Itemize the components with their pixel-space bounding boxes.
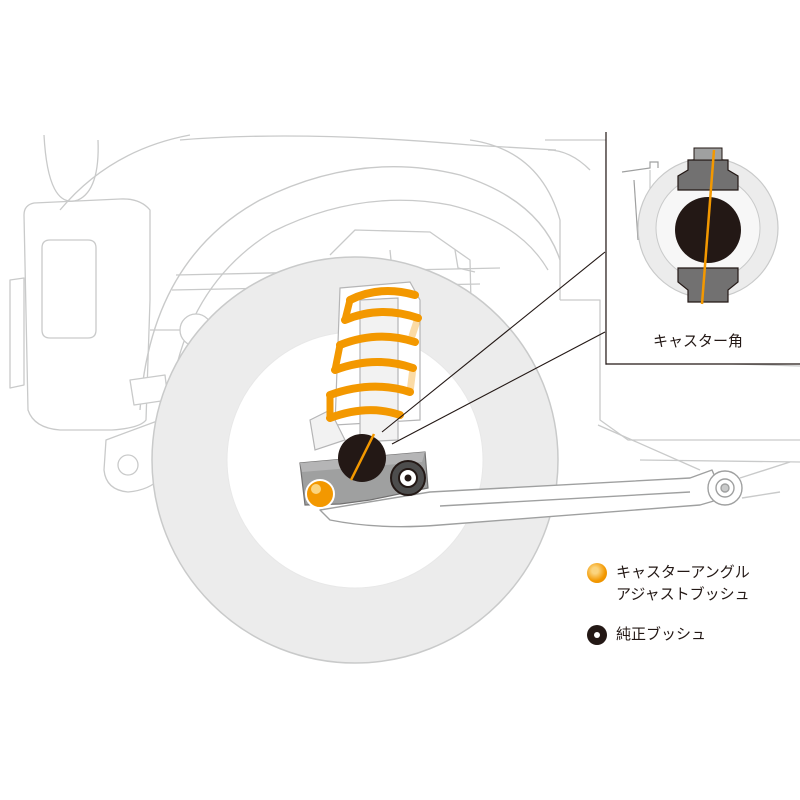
vehicle-body-outline bbox=[9, 134, 800, 493]
caster-adjust-bushing bbox=[305, 479, 335, 509]
caster-angle-caption: キャスター角 bbox=[653, 332, 744, 350]
legend-adjust-bushing: キャスターアングル アジャストブッシュ bbox=[587, 561, 750, 605]
lower-control-arm bbox=[319, 461, 791, 528]
black-bushing-icon bbox=[587, 625, 607, 645]
callout-lines bbox=[381, 251, 606, 445]
stock-bushing-upper bbox=[338, 433, 386, 482]
legend-stock-bushing: 純正ブッシュ bbox=[587, 623, 706, 645]
coil-spring bbox=[326, 287, 422, 422]
inset-panel bbox=[605, 132, 800, 365]
legend-adjust-line2: アジャストブッシュ bbox=[616, 585, 750, 603]
orange-bushing-icon bbox=[587, 563, 607, 583]
stock-bushing-lower bbox=[390, 460, 426, 496]
legend-stock-label: 純正ブッシュ bbox=[616, 625, 707, 643]
legend-adjust-line1: キャスターアングル bbox=[616, 563, 750, 581]
legend-adjust-text: キャスターアングル アジャストブッシュ bbox=[616, 561, 750, 605]
